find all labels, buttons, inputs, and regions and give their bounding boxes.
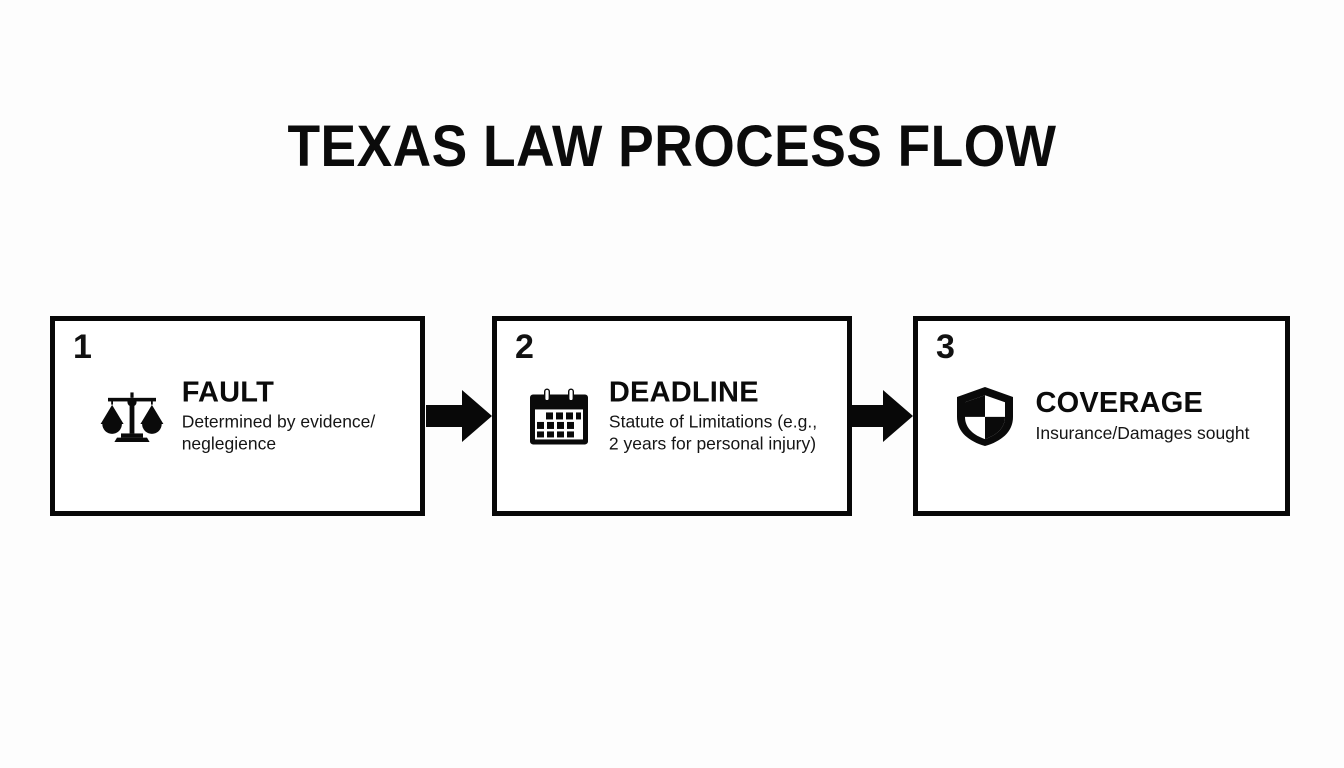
step-description: Determined by evidence/ neglegience <box>181 411 376 454</box>
step-content: DEADLINE Statute of Limitations (e.g., 2… <box>497 377 847 454</box>
step-number-badge: 2 <box>515 328 534 366</box>
shield-icon <box>953 384 1017 448</box>
step-content: COVERAGE Insurance/Damages sought <box>918 384 1285 448</box>
process-flow-diagram: 1 <box>50 316 1290 516</box>
step-text-block: DEADLINE Statute of Limitations (e.g., 2… <box>609 377 817 454</box>
arrow-right-icon <box>847 388 913 444</box>
step-heading: FAULT <box>181 376 274 409</box>
step-heading: DEADLINE <box>608 376 759 409</box>
step-description: Insurance/Damages sought <box>1035 422 1250 443</box>
page-title: TEXAS LAW PROCESS FLOW <box>287 114 1057 179</box>
step-description: Statute of Limitations (e.g., 2 years fo… <box>608 411 818 454</box>
step-number-badge: 1 <box>73 328 92 366</box>
step-heading: COVERAGE <box>1035 387 1204 420</box>
process-step-fault[interactable]: 1 <box>50 316 425 516</box>
step-text-block: FAULT Determined by evidence/ neglegienc… <box>182 377 376 454</box>
step-text-block: COVERAGE Insurance/Damages sought <box>1035 388 1249 444</box>
process-step-coverage[interactable]: 3 COVERAGE Insurance/Damages sought <box>913 316 1290 516</box>
arrow-right-icon <box>426 388 492 444</box>
step-number-badge: 3 <box>936 328 955 366</box>
step-content: FAULT Determined by evidence/ neglegienc… <box>55 377 420 454</box>
process-step-deadline[interactable]: 2 <box>492 316 852 516</box>
scales-of-justice-icon <box>100 384 164 448</box>
calendar-icon <box>527 384 591 448</box>
